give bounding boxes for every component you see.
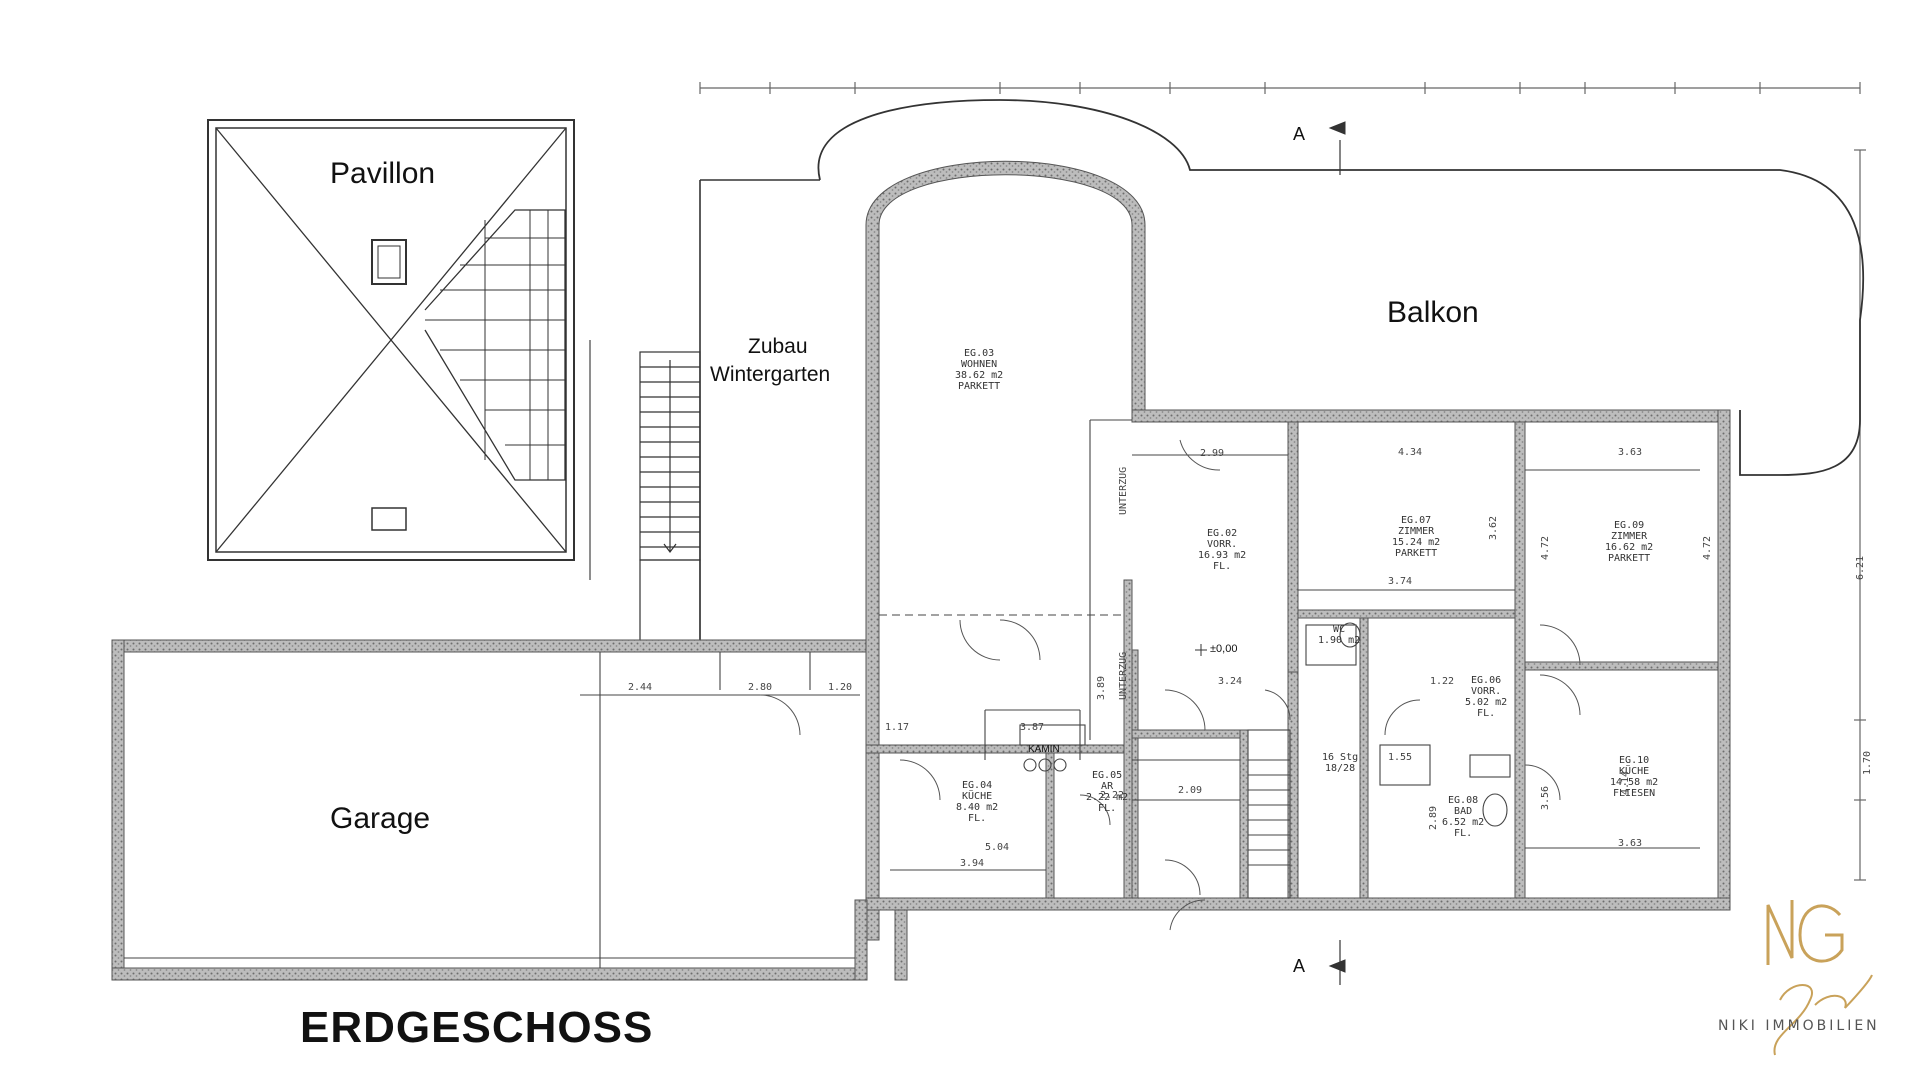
dim-374: 3.74: [1388, 576, 1413, 587]
dim-356: 3.56: [1540, 785, 1551, 810]
room-eg10: EG.10 KÜCHE 14.58 m2 FLIESEN: [1610, 755, 1659, 799]
label-wintergarten: Wintergarten: [710, 363, 831, 386]
label-balkon: Balkon: [1387, 296, 1479, 329]
room-wc: WC 1.90 m2: [1318, 624, 1361, 646]
wintergarten-walls: [699, 180, 870, 646]
door-swings: [759, 439, 1581, 931]
dim-363b: 3.63: [1618, 838, 1643, 849]
label-garage: Garage: [330, 802, 431, 835]
dim-280: 2.80: [748, 682, 773, 693]
interior-lines: [124, 419, 1700, 968]
pavillon-structure: [207, 119, 575, 561]
wohnen-arch-wall: [865, 160, 1146, 941]
right-dimension-line: [1854, 149, 1866, 881]
dim-244: 2.44: [628, 682, 653, 693]
exterior-stairs: [639, 351, 701, 646]
dim-362: 3.62: [1488, 515, 1499, 540]
plan-title: ERDGESCHOSS: [300, 1003, 654, 1052]
dim-472a: 4.72: [1540, 535, 1551, 560]
top-dimension-line: [699, 82, 1861, 94]
logo-text: NIKI IMMOBILIEN: [1718, 1018, 1880, 1034]
dim-414: 4.14: [1620, 770, 1631, 795]
level-marker: [1195, 644, 1207, 656]
room-eg06: EG.06 VORR. 5.02 m2 FL.: [1465, 675, 1508, 719]
main-walls: [111, 409, 1731, 981]
dim-389: 3.89: [1096, 675, 1107, 700]
dim-387: 3.87: [1020, 722, 1045, 733]
dim-155: 1.55: [1388, 752, 1413, 763]
dim-621: 6.21: [1855, 555, 1866, 580]
section-a-bottom: A: [1293, 956, 1306, 976]
label-level: ±0,00: [1210, 643, 1238, 655]
label-zubau: Zubau: [748, 335, 808, 358]
label-unterzug-bottom: UNTERZUG: [1118, 651, 1129, 700]
label-kamin: KAMIN: [1028, 744, 1060, 755]
room-eg03: EG.03 WOHNEN 38.62 m2 PARKETT: [955, 348, 1004, 392]
room-eg07: EG.07 ZIMMER 15.24 m2 PARKETT: [1392, 515, 1441, 559]
dim-394: 3.94: [960, 858, 985, 869]
ng-gold-logo: [1766, 900, 1873, 1056]
dim-117: 1.17: [885, 722, 910, 733]
section-a-top: A: [1293, 124, 1306, 144]
dim-170: 1.70: [1862, 750, 1873, 775]
dim-472b: 4.72: [1702, 535, 1713, 560]
dim-324: 3.24: [1218, 676, 1243, 687]
label-pavillon: Pavillon: [330, 157, 436, 190]
dim-434: 4.34: [1398, 447, 1423, 458]
room-eg05: EG.05 AR 2.22 m2 FL.: [1086, 770, 1129, 814]
dim-120: 1.20: [828, 682, 853, 693]
balkon-outline: [817, 99, 1865, 476]
dim-299: 2.99: [1200, 448, 1225, 459]
stairs-label: 16 Stg 18/28: [1322, 752, 1359, 774]
dim-363a: 3.63: [1618, 447, 1643, 458]
dim-222: 2.22: [1100, 790, 1125, 801]
dim-209: 2.09: [1178, 785, 1203, 796]
section-markers: [1328, 121, 1346, 985]
room-eg09: EG.09 ZIMMER 16.62 m2 PARKETT: [1605, 520, 1654, 564]
room-eg04: EG.04 KÜCHE 8.40 m2 FL.: [956, 780, 999, 824]
label-unterzug-top: UNTERZUG: [1118, 466, 1129, 515]
dim-122: 1.22: [1430, 676, 1455, 687]
room-eg02: EG.02 VORR. 16.93 m2 FL.: [1198, 528, 1247, 572]
dim-504: 5.04: [985, 842, 1010, 853]
dim-289: 2.89: [1428, 805, 1439, 830]
room-eg08: EG.08 BAD 6.52 m2 FL.: [1442, 795, 1485, 839]
